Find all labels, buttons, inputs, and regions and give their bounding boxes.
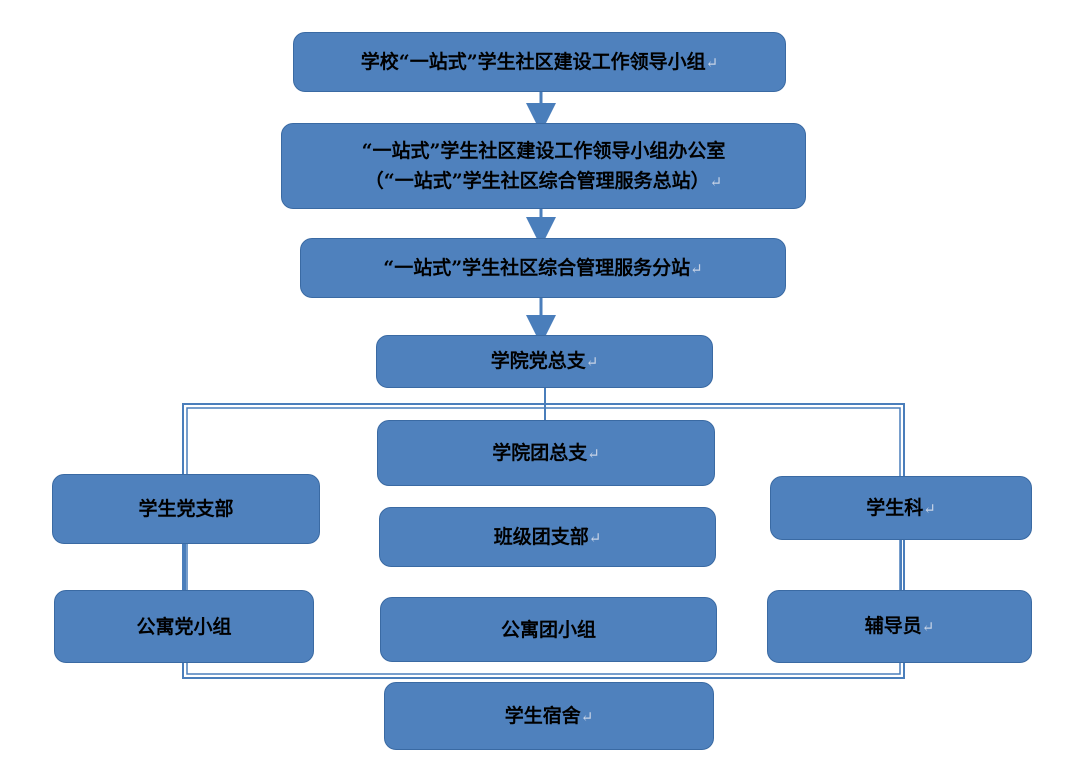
student-party-branch-label: 学生党支部 bbox=[138, 498, 234, 520]
apartment-league-group-label: 公寓团小组 bbox=[500, 618, 596, 641]
office-label: “一站式”学生社区建设工作领导小组办公室 bbox=[361, 139, 726, 162]
college-league-branch-label: 学院团总支 bbox=[492, 441, 588, 464]
return-mark-icon: ↵ bbox=[588, 528, 602, 547]
apartment-party-group-label: 公寓党小组 bbox=[136, 615, 232, 638]
class-league-branch-box: 班级团支部↵ bbox=[379, 507, 716, 567]
return-mark-icon: ↵ bbox=[690, 259, 703, 278]
apartment-league-group-box: 公寓团小组 bbox=[380, 597, 717, 662]
college-league-branch-box: 学院团总支↵ bbox=[377, 420, 715, 486]
return-mark-icon: ↵ bbox=[923, 499, 936, 518]
return-mark-icon: ↵ bbox=[587, 444, 600, 463]
branch-station-box: “一站式”学生社区综合管理服务分站↵ bbox=[300, 238, 786, 298]
apartment-party-group-box: 公寓党小组 bbox=[54, 590, 314, 663]
student-affairs-box: 学生科↵ bbox=[770, 476, 1032, 540]
office-box: “一站式”学生社区建设工作领导小组办公室 （“一站式”学生社区综合管理服务总站）… bbox=[281, 123, 806, 209]
return-mark-icon: ↵ bbox=[580, 707, 594, 726]
college-party-branch-label: 学院党总支 bbox=[490, 350, 586, 372]
office-subtitle: （“一站式”学生社区综合管理服务总站） bbox=[364, 169, 710, 192]
return-mark-icon: ↵ bbox=[585, 353, 599, 371]
counselor-box: 辅导员↵ bbox=[767, 590, 1032, 663]
branch-station-label: “一站式”学生社区综合管理服务分站 bbox=[383, 256, 691, 279]
leadership-group-box: 学校“一站式”学生社区建设工作领导小组↵ bbox=[293, 32, 786, 92]
class-league-branch-label: 班级团支部 bbox=[493, 525, 589, 548]
return-mark-icon: ↵ bbox=[709, 172, 723, 191]
student-affairs-label: 学生科 bbox=[866, 496, 924, 519]
leadership-group-label: 学校“一站式”学生社区建设工作领导小组 bbox=[360, 50, 706, 73]
student-party-branch-box: 学生党支部 bbox=[52, 474, 320, 544]
return-mark-icon: ↵ bbox=[921, 618, 935, 636]
college-party-branch-box: 学院党总支↵ bbox=[376, 335, 713, 388]
dormitory-label: 学生宿舍 bbox=[504, 704, 581, 727]
counselor-label: 辅导员 bbox=[864, 615, 922, 637]
return-mark-icon: ↵ bbox=[705, 53, 719, 72]
dormitory-box: 学生宿舍↵ bbox=[384, 682, 714, 750]
